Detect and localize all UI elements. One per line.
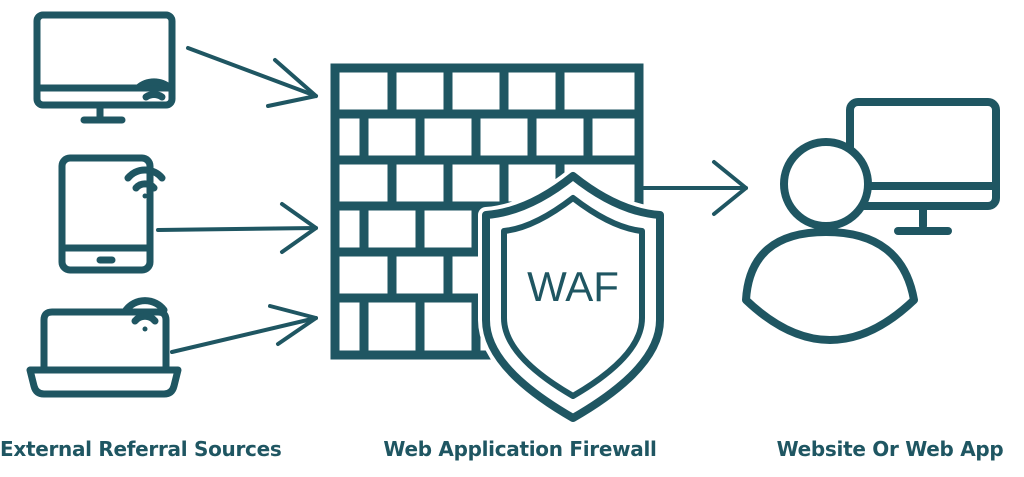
arrow-desktop-to-firewall (186, 46, 318, 108)
arrow-laptop-to-firewall (170, 304, 318, 354)
sources-caption: External Referral Sources (0, 437, 282, 461)
arrow-firewall-to-destination (642, 160, 748, 216)
laptop-wifi-icon (26, 297, 182, 398)
arrow-tablet-to-firewall (156, 202, 318, 254)
tablet-wifi-icon (58, 154, 166, 274)
shield-label: WAF (527, 263, 619, 310)
desktop-monitor-wifi-icon (33, 11, 176, 124)
destination-caption: Website Or Web App (776, 437, 1004, 461)
firewall-caption: Web Application Firewall (383, 437, 657, 461)
user-with-monitor-icon (742, 98, 1000, 344)
shield-icon: WAF (478, 168, 668, 426)
